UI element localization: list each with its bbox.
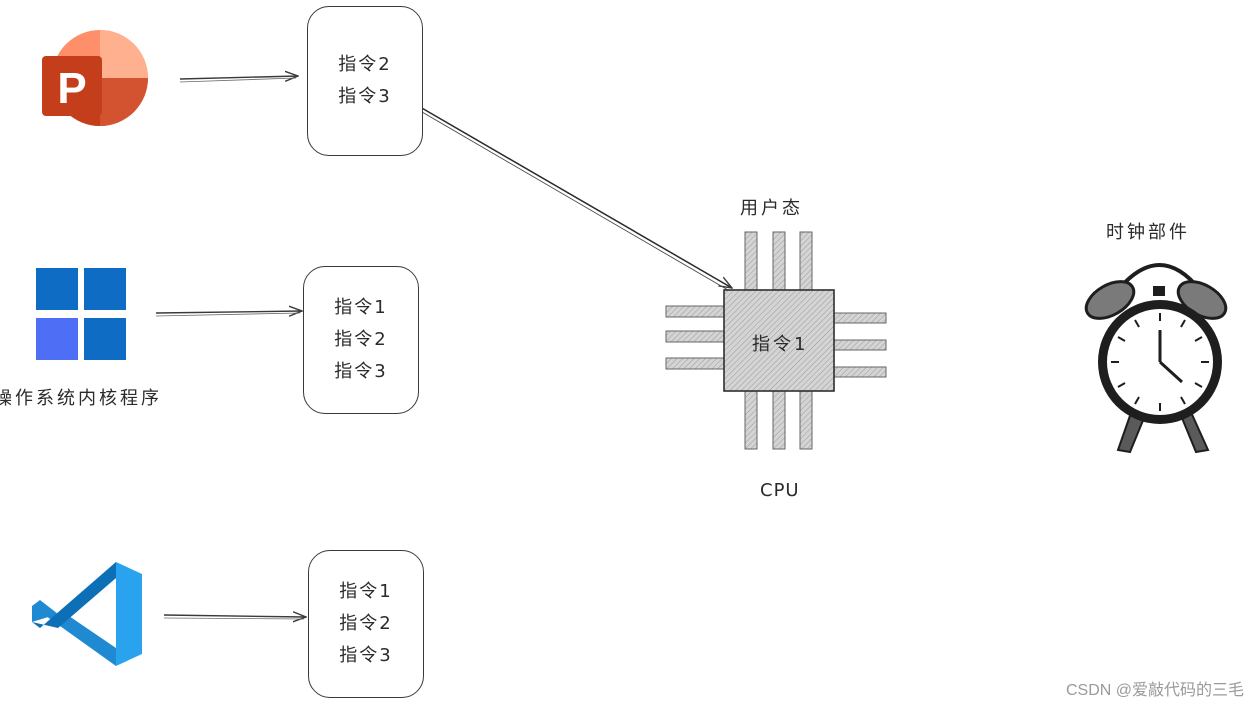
instruction-line: 指令1: [334, 297, 388, 318]
clock-label: 时钟部件: [1106, 222, 1190, 243]
arrow-os-to-box: [155, 311, 302, 316]
instruction-line: 指令3: [334, 361, 388, 382]
vscode-icon: [32, 562, 142, 666]
instruction-line: 指令2: [334, 329, 388, 350]
instruction-line: 指令3: [339, 645, 393, 666]
instruction-line: 指令3: [338, 86, 392, 107]
watermark: CSDN @爱敲代码的三毛: [1065, 682, 1244, 699]
arrow-ppt-to-box: [179, 76, 298, 83]
cpu-name-label: CPU: [760, 480, 800, 501]
cpu-chip-icon: [665, 231, 887, 450]
instruction-box-vscode: 指令1 指令2 指令3: [308, 550, 424, 698]
cpu-mode-label: 用户态: [740, 198, 803, 219]
instruction-line: 指令2: [338, 54, 392, 75]
instruction-line: 指令1: [339, 581, 393, 602]
os-kernel-label: 操作系统内核程序: [0, 388, 162, 409]
windows-icon: [36, 268, 126, 360]
instruction-box-ppt: 指令2 指令3: [307, 6, 423, 156]
svg-text:P: P: [57, 64, 86, 113]
alarm-clock-icon: [1084, 263, 1228, 454]
instruction-line: 指令2: [339, 613, 393, 634]
cpu-chip-text: 指令1: [752, 334, 809, 355]
arrow-vscode-to-box: [163, 615, 306, 619]
arrow-box-to-cpu: [407, 99, 732, 291]
instruction-box-os: 指令1 指令2 指令3: [303, 266, 419, 414]
powerpoint-icon: P: [42, 30, 148, 126]
